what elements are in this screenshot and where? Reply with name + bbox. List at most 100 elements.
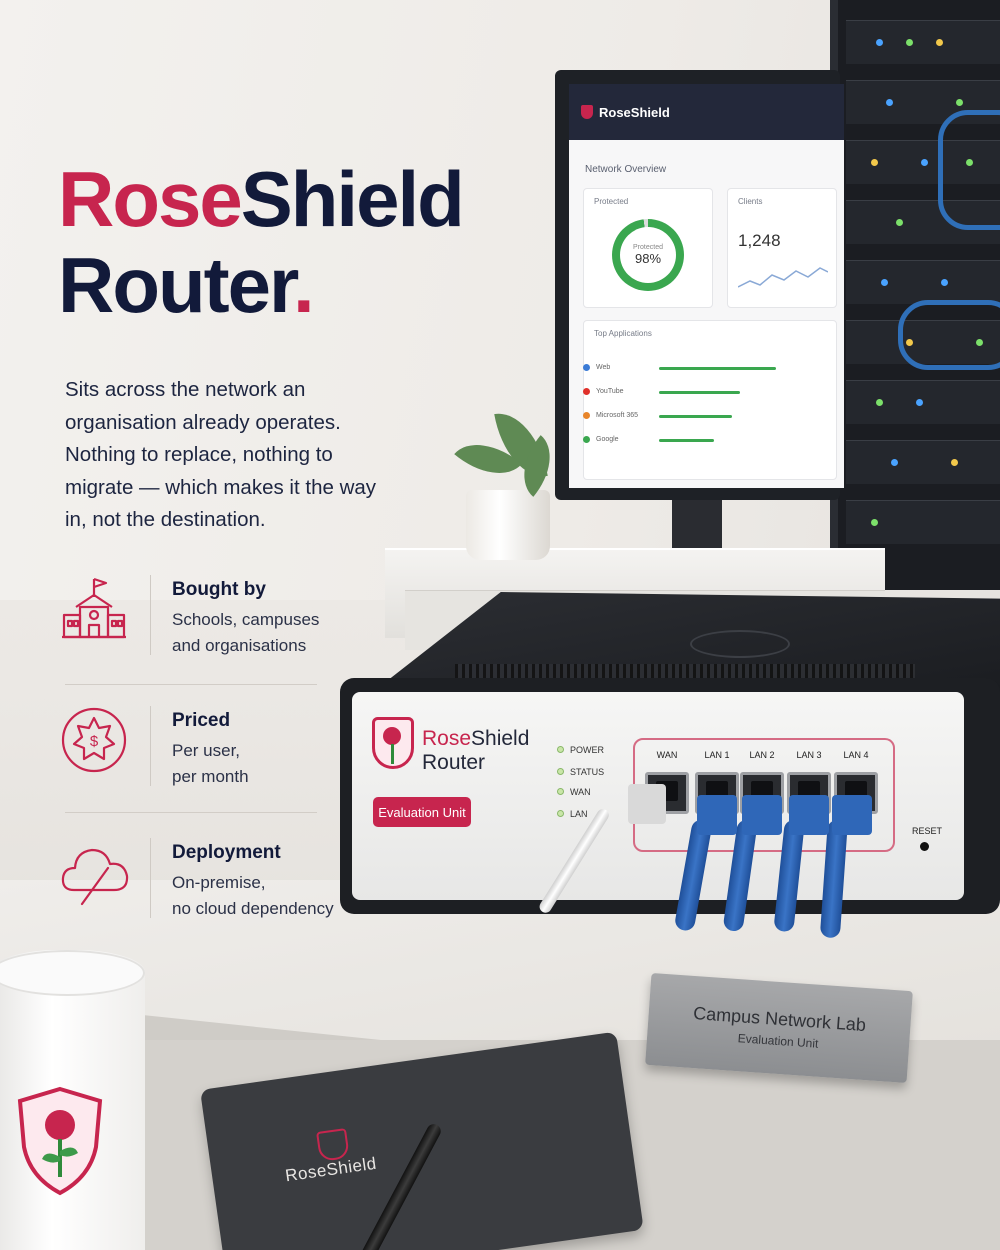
ethernet-plug-blue: [832, 795, 872, 835]
feature-desc-line: Per user,: [172, 741, 241, 760]
price-badge-icon: $: [61, 707, 127, 773]
router-model: Router: [422, 751, 486, 774]
led-lan: [557, 810, 564, 817]
school-icon: [62, 577, 126, 639]
shield-icon: [581, 105, 593, 119]
led-label-status: STATUS: [570, 767, 605, 777]
feature-separator: [150, 575, 151, 655]
rack-unit: [846, 200, 1000, 244]
monitor: RoseShield Network Overview Protected Pr…: [555, 70, 844, 500]
server-rack: [830, 0, 1000, 590]
led-label-wan: WAN: [570, 787, 591, 797]
protected-donut: Protected 98%: [612, 219, 684, 291]
feature-desc-line: Schools, campuses: [172, 610, 320, 629]
headline: RoseShield Router.: [58, 155, 465, 329]
feature-title: Priced: [172, 710, 231, 731]
rack-unit: [846, 260, 1000, 304]
led-power: [557, 746, 564, 753]
rack-unit: [846, 140, 1000, 184]
router-brand-rose: Rose: [422, 727, 472, 750]
divider: [65, 812, 317, 813]
port-label-lan2: LAN 2: [749, 750, 775, 760]
headline-period: .: [293, 241, 315, 329]
top-apps-label: Top Applications: [594, 329, 652, 338]
feature-priced: $ Priced Per user, per month: [60, 706, 335, 796]
ethernet-plug-blue: [697, 795, 737, 835]
app-name: Google: [596, 436, 619, 443]
protected-card: Protected Protected 98%: [583, 188, 713, 308]
clients-card: Clients 1,248: [727, 188, 837, 308]
rack-unit: [846, 500, 1000, 544]
ethernet-plug-white: [628, 784, 666, 824]
evaluation-unit-badge: Evaluation Unit: [373, 797, 471, 827]
app-row: Web: [583, 364, 610, 371]
ethernet-plug-blue: [789, 795, 829, 835]
headline-rose: Rose: [58, 155, 243, 243]
reset-button[interactable]: [920, 842, 929, 851]
app-usage-bar: [659, 391, 740, 394]
rack-cable: [938, 110, 1000, 230]
feature-title: Bought by: [172, 579, 266, 600]
led-label-power: POWER: [570, 745, 605, 755]
app-name: Web: [596, 364, 611, 371]
headline-shield: Shield: [240, 155, 465, 243]
feature-desc-line: no cloud dependency: [172, 899, 334, 918]
app-row: Google: [583, 436, 619, 443]
port-label-wan: WAN: [656, 750, 678, 760]
rose-shield-mug-logo-icon: [17, 1086, 103, 1196]
app-icon: [583, 388, 590, 395]
nameplate-line2: Evaluation Unit: [737, 1030, 819, 1051]
clients-card-label: Clients: [738, 197, 763, 206]
headline-router: Router: [58, 241, 295, 329]
rose-shield-emblem-icon: [690, 630, 790, 658]
feature-desc: Per user, per month: [172, 738, 352, 790]
feature-desc-line: and organisations: [172, 636, 307, 655]
body-copy: Sits across the network an organisation …: [65, 378, 377, 531]
plant-pot: [466, 490, 550, 560]
feature-desc-line: per month: [172, 767, 249, 786]
app-row: YouTube: [583, 388, 624, 395]
port-label-lan4: LAN 4: [843, 750, 869, 760]
rack-unit: [846, 440, 1000, 484]
port-label-lan1: LAN 1: [704, 750, 730, 760]
nameplate-line1: Campus Network Lab: [692, 1002, 867, 1035]
led-status: [557, 768, 564, 775]
svg-text:$: $: [90, 733, 99, 750]
clients-sparkline: [738, 267, 828, 288]
ethernet-plug-blue: [742, 795, 782, 835]
donut-label: Protected: [633, 244, 663, 251]
app-usage-bar: [659, 367, 776, 370]
cloud-off-icon: [61, 848, 129, 906]
rose-stem: [391, 744, 394, 764]
rack-cable: [898, 300, 1000, 370]
app-usage-bar: [659, 415, 732, 418]
app-usage-bar: [659, 439, 714, 442]
feature-desc: On-premise, no cloud dependency: [172, 870, 352, 922]
router-brand-shield: Shield: [471, 727, 530, 750]
app-name: Microsoft 365: [596, 412, 639, 419]
reset-label: RESET: [912, 826, 943, 836]
mug-rim: [0, 950, 145, 996]
divider: [65, 684, 317, 685]
rose-icon: [383, 727, 401, 745]
screen-brand: RoseShield: [599, 104, 670, 120]
app-icon: [583, 436, 590, 443]
screen-title: Network Overview: [585, 164, 667, 175]
router-brand: RoseShield: [422, 728, 529, 750]
monitor-screen: RoseShield Network Overview Protected Pr…: [569, 84, 844, 488]
clients-value: 1,248: [738, 231, 781, 250]
top-apps-card: Top Applications: [583, 320, 837, 480]
rack-unit: [846, 20, 1000, 64]
rack-unit: [846, 80, 1000, 124]
rack-unit: [846, 380, 1000, 424]
donut-value: 98%: [634, 251, 662, 266]
led-label-lan: LAN: [570, 809, 588, 819]
screen-header: RoseShield: [569, 84, 844, 140]
app-name: YouTube: [596, 388, 624, 395]
app-icon: [583, 412, 590, 419]
app-icon: [583, 364, 590, 371]
feature-title: Deployment: [172, 842, 281, 863]
led-wan: [557, 788, 564, 795]
feature-deployment: Deployment On-premise, no cloud dependen…: [60, 838, 335, 928]
feature-bought-by: Bought by Schools, campuses and organisa…: [60, 575, 335, 665]
